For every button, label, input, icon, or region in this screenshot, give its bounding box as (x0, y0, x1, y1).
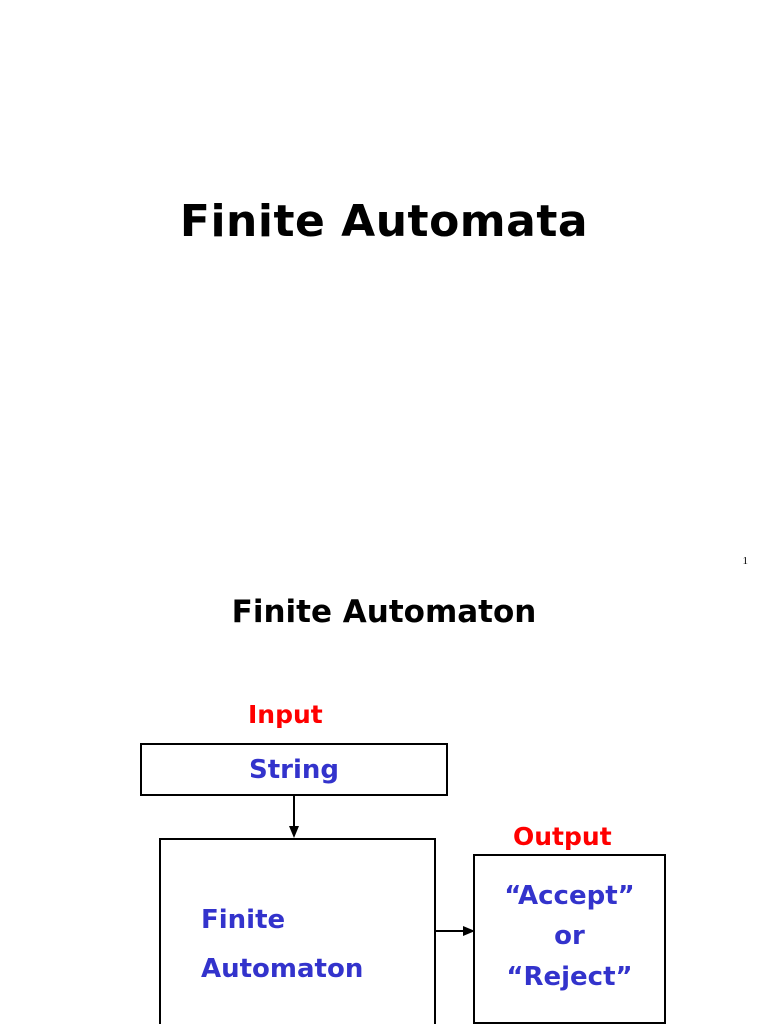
output-box: “Accept” or “Reject” (473, 854, 666, 1024)
finite-automaton-line-2: Automaton (201, 954, 364, 985)
slide-1-title: Finite Automata (179, 196, 589, 247)
output-line-3: “Reject” (506, 961, 633, 992)
output-line-2: or (554, 921, 585, 952)
input-label: Input (248, 700, 323, 729)
output-line-1: “Accept” (504, 881, 635, 911)
finite-automaton-box: Finite Automaton (159, 838, 436, 1024)
arrow-down-icon (289, 794, 299, 838)
input-string-box: String (140, 743, 448, 796)
finite-automaton-line-1: Finite (201, 905, 286, 935)
arrow-right-icon (434, 926, 475, 936)
slide-1: Finite Automata 1 (179, 196, 749, 567)
slide-2: Finite Automaton Input Output String Fin… (0, 576, 768, 1024)
slide-2-title: Finite Automaton (231, 594, 537, 630)
input-string-text: String (248, 754, 339, 785)
output-label: Output (513, 822, 612, 851)
slide-page-number: 1 (742, 555, 749, 567)
